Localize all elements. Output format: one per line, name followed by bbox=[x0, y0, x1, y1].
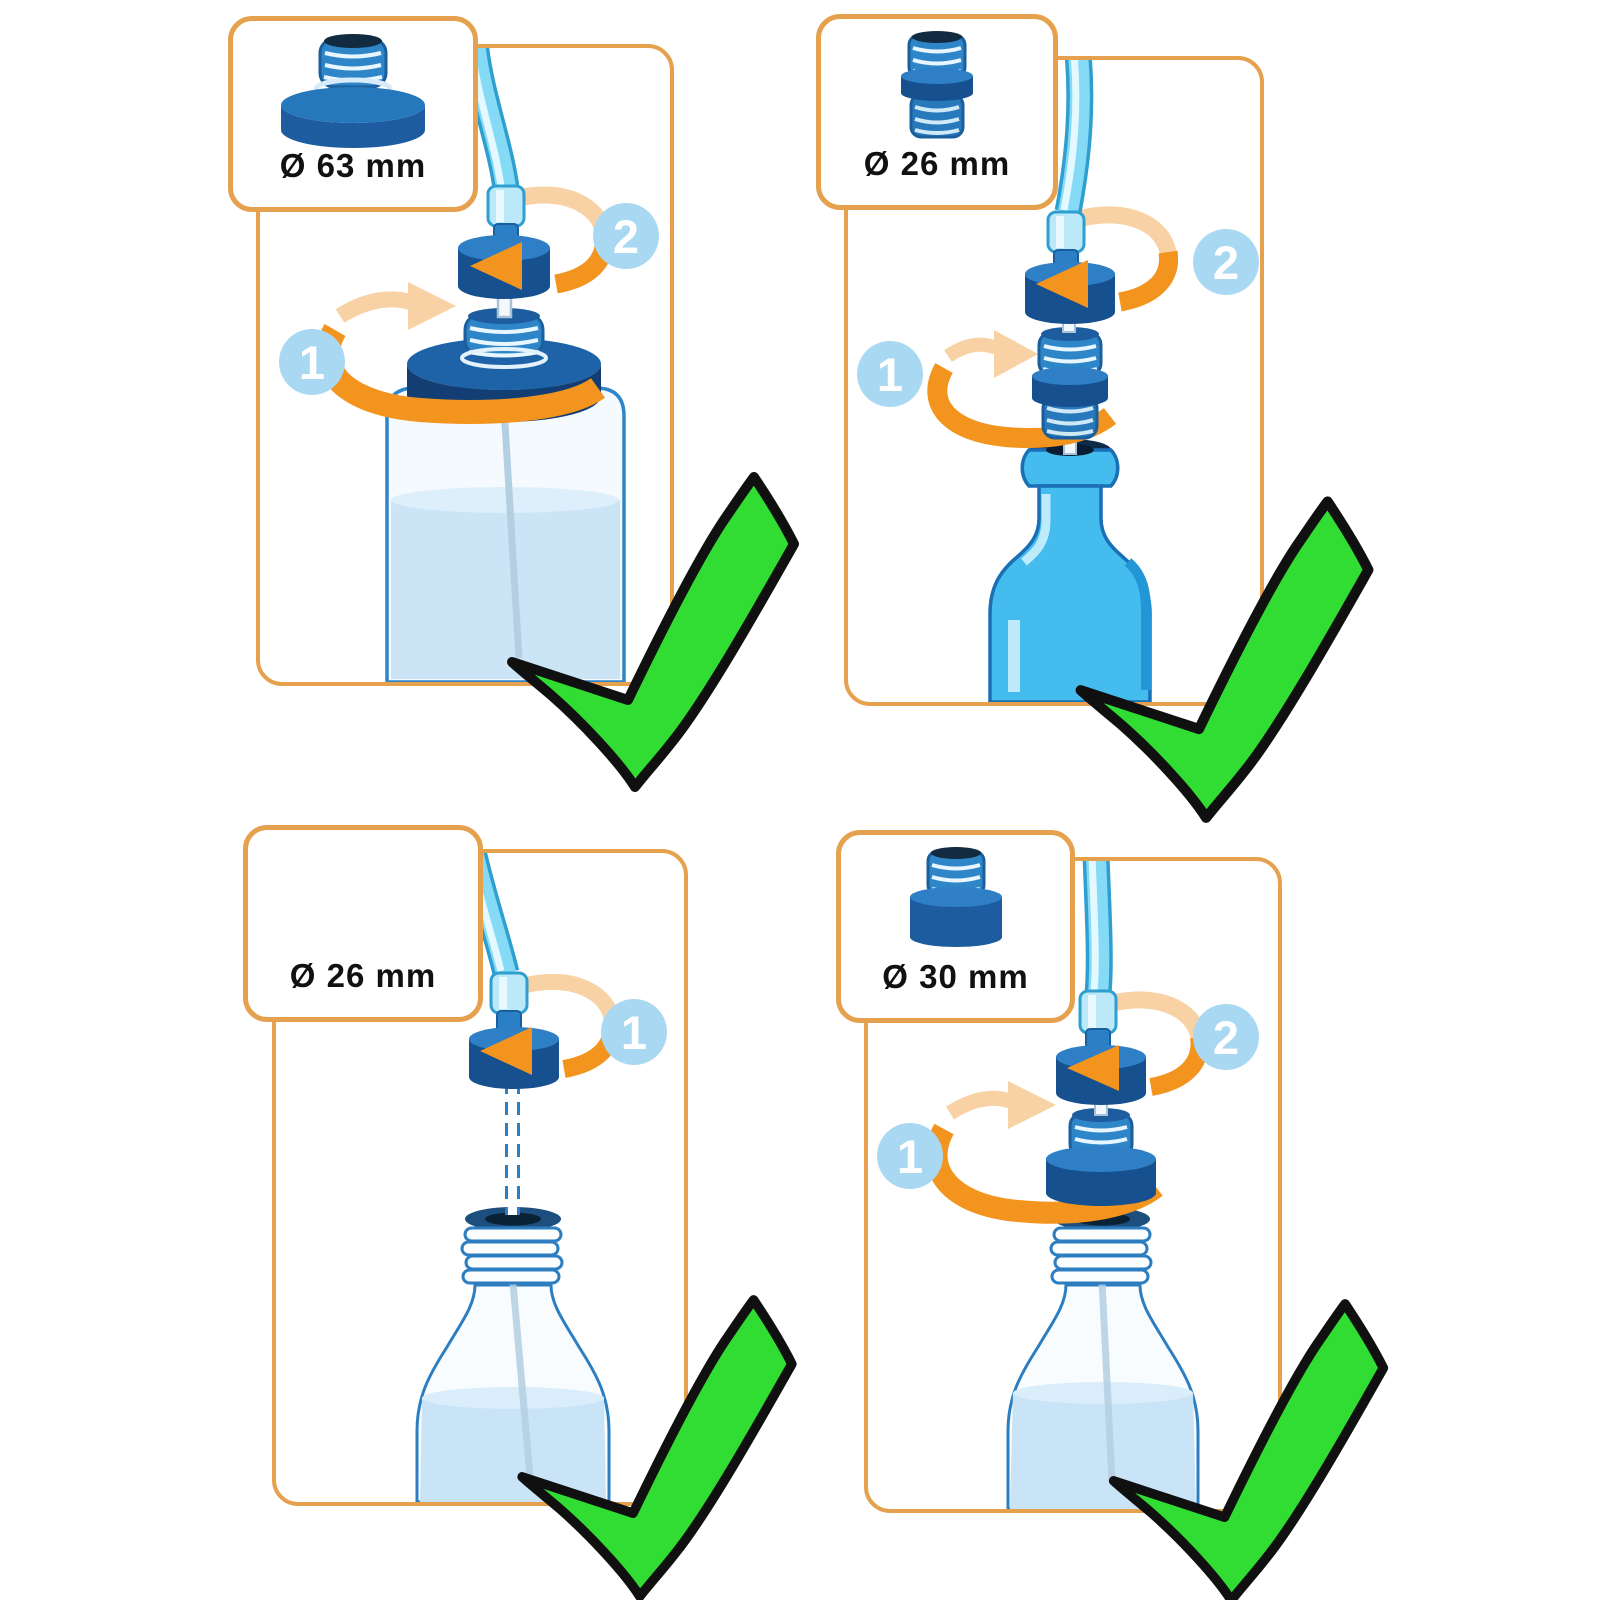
svg-text:2: 2 bbox=[1213, 1011, 1239, 1064]
checkmark-icon bbox=[1062, 476, 1387, 828]
checkmark-icon bbox=[498, 452, 808, 797]
adapter-63mm-icon bbox=[281, 34, 425, 148]
step-badge-2: 2 bbox=[1193, 229, 1259, 295]
callout-adapter-26mm-bottom: Ø 26 mm bbox=[243, 825, 483, 1022]
tube-connector bbox=[486, 184, 526, 228]
dashed-straw bbox=[505, 1081, 520, 1215]
step-badge-1: 1 bbox=[857, 341, 923, 407]
svg-text:1: 1 bbox=[299, 336, 325, 389]
svg-text:2: 2 bbox=[1213, 236, 1239, 289]
step-badge-2: 2 bbox=[593, 203, 659, 269]
rotate-arrow-step2-back bbox=[1080, 206, 1177, 255]
suction-tube bbox=[1078, 861, 1118, 1052]
rotate-arrow-step2-back bbox=[516, 186, 613, 236]
svg-text:1: 1 bbox=[877, 348, 903, 401]
step-badge-1: 1 bbox=[601, 999, 667, 1065]
adapter-30mm-icon bbox=[909, 847, 1002, 947]
callout-adapter-30mm: Ø 30 mm bbox=[836, 830, 1075, 1023]
step-badge-1: 1 bbox=[877, 1123, 943, 1189]
svg-text:1: 1 bbox=[621, 1006, 647, 1059]
checkmark-icon bbox=[1096, 1280, 1401, 1600]
tube-connector bbox=[1078, 989, 1118, 1035]
adapter-diameter-label: Ø 26 mm bbox=[863, 145, 1011, 182]
straw bbox=[1098, 1280, 1116, 1482]
rotate-arrow-step2 bbox=[1036, 250, 1179, 312]
suction-tube bbox=[462, 48, 526, 249]
assembly-illustration-bottom-right: 2 1 bbox=[877, 861, 1259, 1509]
adapter-diameter-label: Ø 63 mm bbox=[279, 147, 427, 184]
straw bbox=[509, 1282, 535, 1489]
tube-connector bbox=[1046, 210, 1086, 254]
adapter-30mm bbox=[1046, 1108, 1156, 1206]
blue-bottle bbox=[988, 435, 1152, 702]
checkmark-icon bbox=[502, 1276, 812, 1600]
svg-text:2: 2 bbox=[613, 210, 639, 263]
assembly-illustration-top-right: 2 1 bbox=[857, 60, 1259, 702]
assembly-illustration-top-left: 2 1 bbox=[279, 48, 659, 682]
rotate-arrow-step2-back bbox=[1111, 991, 1208, 1040]
adapter-diameter-label: Ø 26 mm bbox=[289, 957, 437, 994]
adapter-26mm bbox=[1032, 327, 1108, 440]
callout-adapter-26mm-top: Ø 26 mm bbox=[816, 14, 1058, 210]
step-badge-1: 1 bbox=[279, 329, 345, 395]
clear-bottle bbox=[415, 1207, 611, 1502]
adapter-26mm-icon bbox=[901, 31, 973, 139]
glass-jar bbox=[385, 386, 626, 682]
clear-bottle bbox=[1006, 1207, 1200, 1509]
straw bbox=[499, 389, 523, 659]
step-badge-2: 2 bbox=[1193, 1004, 1259, 1070]
suction-tube bbox=[1046, 60, 1094, 273]
rotate-arrow-step1-back bbox=[524, 974, 620, 1022]
tube-connector bbox=[489, 971, 529, 1015]
adapter-diameter-label: Ø 30 mm bbox=[882, 958, 1029, 995]
svg-text:1: 1 bbox=[897, 1130, 923, 1183]
callout-adapter-63mm: Ø 63 mm bbox=[228, 16, 478, 212]
